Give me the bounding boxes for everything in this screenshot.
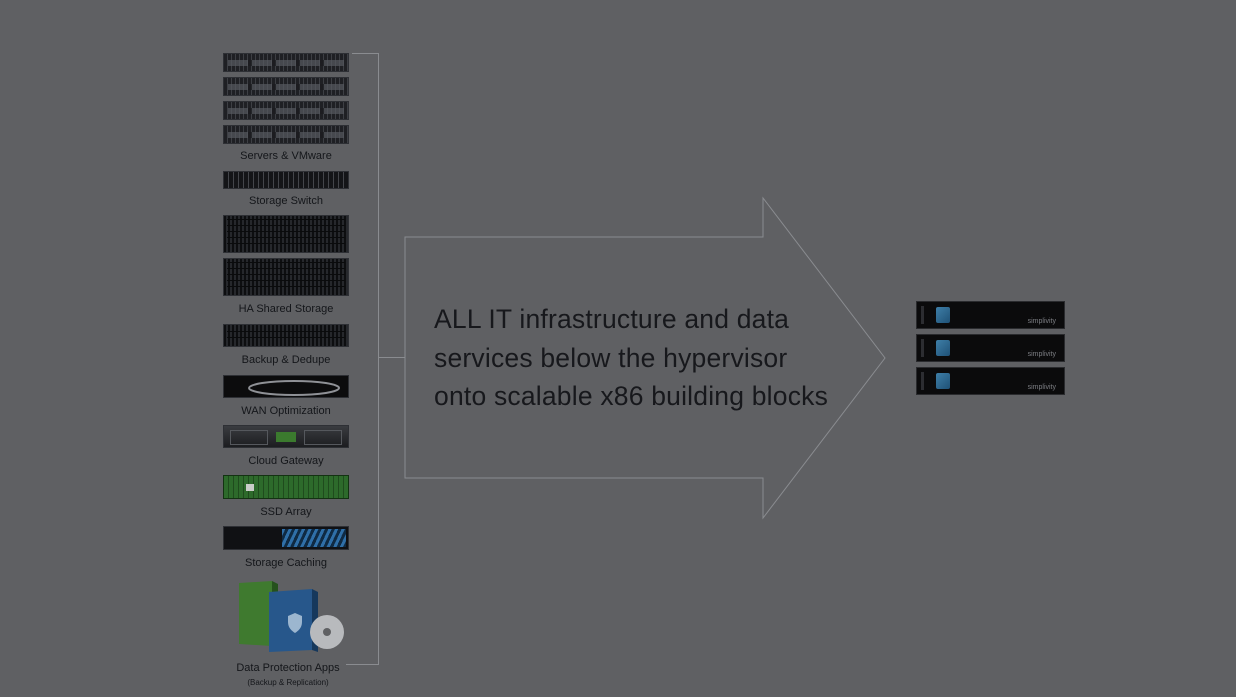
server-unit-2 [223, 77, 349, 96]
server-unit-3 [223, 101, 349, 120]
node-ear [921, 306, 924, 324]
server-unit-4 [223, 125, 349, 144]
bracket-vertical [378, 53, 379, 664]
bracket-bottom [346, 664, 379, 665]
node-brand-label: simplivity [1027, 351, 1056, 358]
node-ear [921, 339, 924, 357]
ha-storage-label: HA Shared Storage [238, 303, 334, 315]
cube-icon [936, 373, 950, 389]
cube-icon [936, 340, 950, 356]
storage-switch-label: Storage Switch [249, 195, 323, 207]
arrow-caption-line-3: onto scalable x86 building blocks [434, 381, 829, 411]
cube-icon [936, 307, 950, 323]
ssd-array-device [223, 475, 349, 499]
hyperconverged-node-3: simplivity [916, 367, 1065, 395]
node-brand-label: simplivity [1027, 384, 1056, 391]
bracket-connector [379, 357, 405, 358]
wan-optimization-device [223, 375, 349, 398]
storage-caching-device [223, 526, 349, 550]
server-unit-1 [223, 53, 349, 72]
cloud-gateway-green-light [276, 432, 296, 442]
ha-storage-unit-2 [223, 258, 349, 296]
arrow-caption-line-1: ALL IT infrastructure and data [434, 304, 790, 334]
backup-dedupe-device [223, 324, 349, 347]
cloud-gateway-handle-right [304, 430, 342, 445]
node-brand-label: simplivity [1027, 318, 1056, 325]
bracket-top [352, 53, 379, 54]
arrow-caption: ALL IT infrastructure and data services … [434, 300, 874, 416]
storage-caching-label: Storage Caching [245, 557, 327, 569]
storage-switch-device [223, 171, 349, 189]
wan-swoosh-icon [248, 380, 340, 396]
data-protection-apps-label: Data Protection Apps [236, 662, 340, 674]
cloud-gateway-label: Cloud Gateway [248, 455, 324, 467]
arrow-caption-line-2: services below the hypervisor [434, 342, 788, 373]
node-ear [921, 372, 924, 390]
backup-dedupe-label: Backup & Dedupe [241, 354, 331, 366]
ssd-array-indicator [246, 484, 254, 491]
ssd-array-label: SSD Array [260, 506, 312, 518]
data-protection-apps-icon [239, 581, 344, 652]
hyperconverged-node-2: simplivity [916, 334, 1065, 362]
storage-caching-stripes [282, 529, 346, 547]
hyperconverged-node-1: simplivity [916, 301, 1065, 329]
ha-storage-unit-1 [223, 215, 349, 253]
data-protection-apps-sublabel: (Backup & Replication) [247, 678, 329, 687]
wan-optimization-label: WAN Optimization [241, 405, 331, 417]
cloud-gateway-handle-left [230, 430, 268, 445]
cloud-gateway-device [223, 425, 349, 448]
servers-label: Servers & VMware [240, 150, 332, 162]
